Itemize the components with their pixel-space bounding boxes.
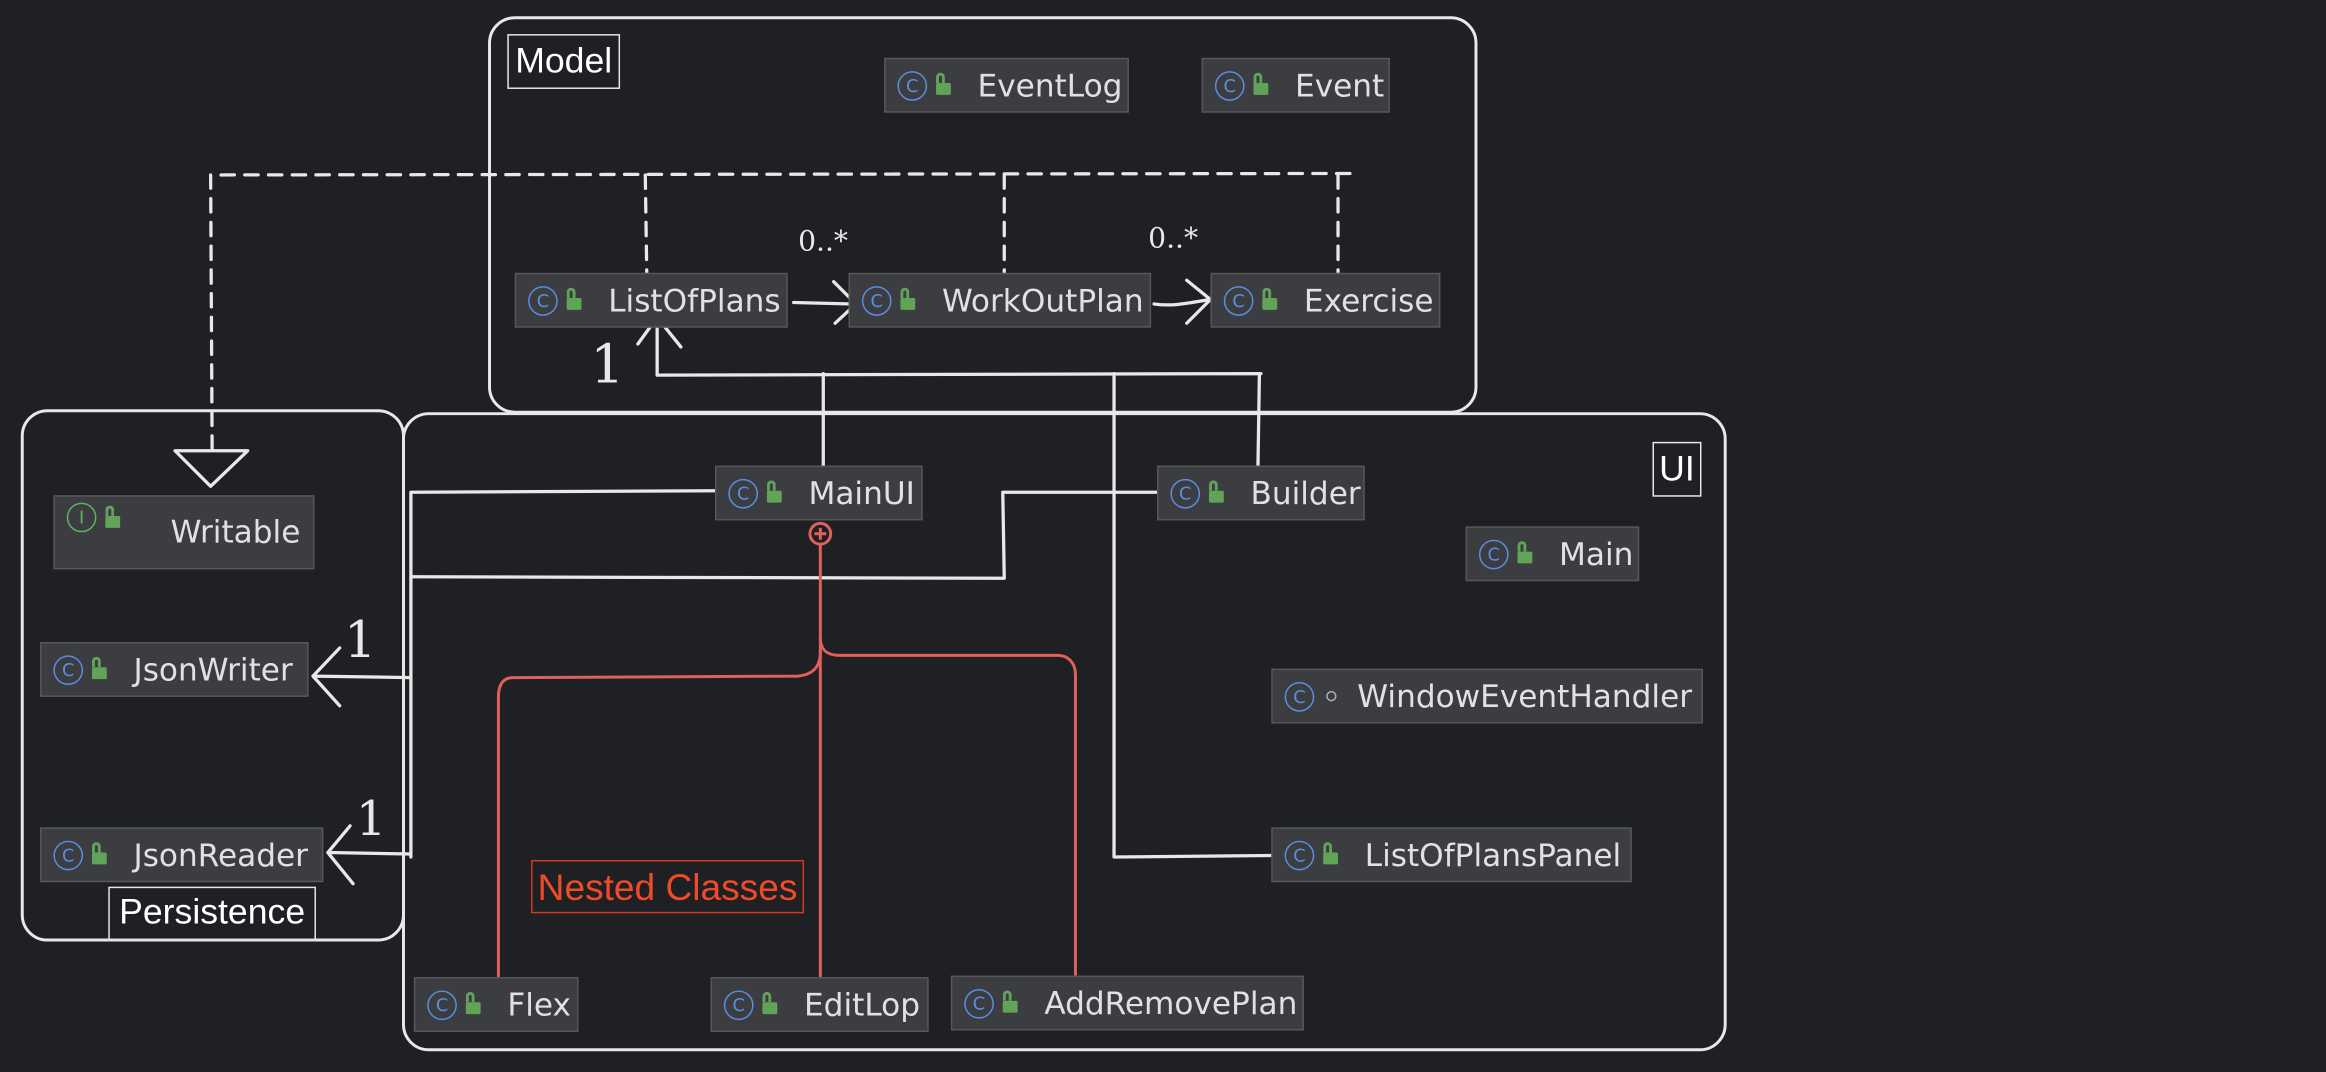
association-to-jsonwriter (311, 646, 413, 708)
class-node-listofplanspanel[interactable]: C ListOfPlansPanel (1271, 827, 1632, 883)
package-label-model: Model (507, 34, 621, 89)
association-list-to-plan (791, 280, 858, 325)
class-name: Event (1295, 67, 1385, 104)
class-node-windoweventhandler[interactable]: C WindowEventHandler (1271, 668, 1703, 724)
public-lock-icon (762, 991, 778, 1015)
public-lock-icon (465, 991, 481, 1015)
public-lock-icon (1262, 287, 1278, 310)
class-icon: C (53, 839, 84, 870)
multiplicity-mainui-to-listofplans: 1 (590, 335, 625, 396)
class-node-exercise[interactable]: C Exercise (1210, 272, 1441, 328)
class-node-jsonwriter[interactable]: C JsonWriter (40, 642, 309, 697)
class-name: JsonReader (133, 836, 308, 873)
class-node-main[interactable]: C Main (1465, 526, 1640, 582)
class-node-eventlog[interactable]: C EventLog (884, 57, 1129, 113)
class-node-editlop[interactable]: C EditLop (710, 977, 929, 1032)
class-name: AddRemovePlan (1044, 985, 1298, 1021)
multiplicity-to-jsonreader: 1 (356, 790, 387, 847)
public-lock-icon (91, 656, 107, 680)
class-icon: C (1223, 285, 1254, 316)
public-lock-icon (105, 505, 121, 528)
association-ui-to-listofplans (655, 324, 1275, 859)
class-name: WorkOutPlan (941, 282, 1144, 319)
public-lock-icon (936, 72, 951, 95)
multiplicity-to-jsonwriter: 1 (344, 610, 377, 671)
class-icon: C (723, 989, 754, 1020)
class-node-builder[interactable]: C Builder (1157, 465, 1365, 521)
class-icon: C (1284, 681, 1315, 711)
public-lock-icon (91, 842, 107, 865)
association-to-jsonreader (326, 824, 413, 886)
realization-lines (209, 171, 1352, 451)
public-lock-icon (1517, 541, 1533, 564)
public-lock-icon (1323, 842, 1339, 865)
class-icon: C (53, 654, 84, 685)
realization-arrowhead (173, 449, 250, 488)
class-name: EventLog (977, 67, 1123, 104)
class-node-listofplans[interactable]: C ListOfPlans (514, 272, 788, 328)
class-name: Flex (507, 986, 571, 1023)
public-lock-icon (1253, 72, 1269, 95)
public-lock-icon (1002, 990, 1018, 1013)
public-lock-icon (900, 287, 916, 310)
class-name: MainUI (808, 475, 915, 511)
association-plan-to-exercise (1152, 278, 1213, 325)
interface-node-writable[interactable]: I Writable (53, 495, 315, 570)
nested-classes-label: Nested Classes (531, 859, 805, 914)
class-node-jsonreader[interactable]: C JsonReader (40, 827, 324, 883)
package-label-persistence: Persistence (108, 886, 316, 941)
class-node-workoutplan[interactable]: C WorkOutPlan (848, 272, 1152, 328)
multiplicity-list-to-plan: 0..* (798, 225, 849, 258)
class-name: Exercise (1303, 282, 1434, 319)
class-node-flex[interactable]: C Flex (413, 977, 579, 1032)
class-icon: C (728, 478, 759, 508)
class-icon: C (1478, 538, 1509, 569)
multiplicity-plan-to-exercise: 0..* (1148, 222, 1199, 256)
class-icon: C (427, 989, 457, 1020)
public-lock-icon (566, 287, 582, 310)
class-node-addremoveplan[interactable]: C AddRemovePlan (950, 975, 1304, 1031)
class-name: ListOfPlansPanel (1364, 836, 1622, 873)
class-icon: C (1170, 478, 1201, 508)
public-lock-icon (766, 480, 782, 503)
class-icon: C (1214, 70, 1245, 101)
class-node-mainui[interactable]: C MainUI (714, 465, 923, 521)
public-lock-icon (1208, 480, 1224, 503)
class-icon: C (528, 285, 558, 316)
nested-class-lines (496, 521, 1077, 982)
package-private-icon (1326, 690, 1337, 702)
association-mainui-left (409, 489, 719, 859)
class-name: Main (1559, 535, 1634, 572)
class-icon: C (897, 70, 928, 101)
class-name: Builder (1250, 475, 1361, 511)
interface-name: Writable (170, 514, 301, 551)
class-icon: C (1284, 839, 1315, 870)
class-icon: C (861, 285, 892, 316)
class-name: JsonWriter (133, 651, 293, 688)
class-node-event[interactable]: C Event (1201, 57, 1390, 113)
interface-icon: I (66, 502, 97, 533)
class-name: WindowEventHandler (1357, 678, 1693, 714)
class-name: ListOfPlans (608, 282, 781, 319)
association-builder-left (409, 490, 1159, 580)
class-icon: C (964, 988, 994, 1018)
class-name: EditLop (804, 986, 920, 1023)
package-label-ui: UI (1652, 441, 1702, 497)
